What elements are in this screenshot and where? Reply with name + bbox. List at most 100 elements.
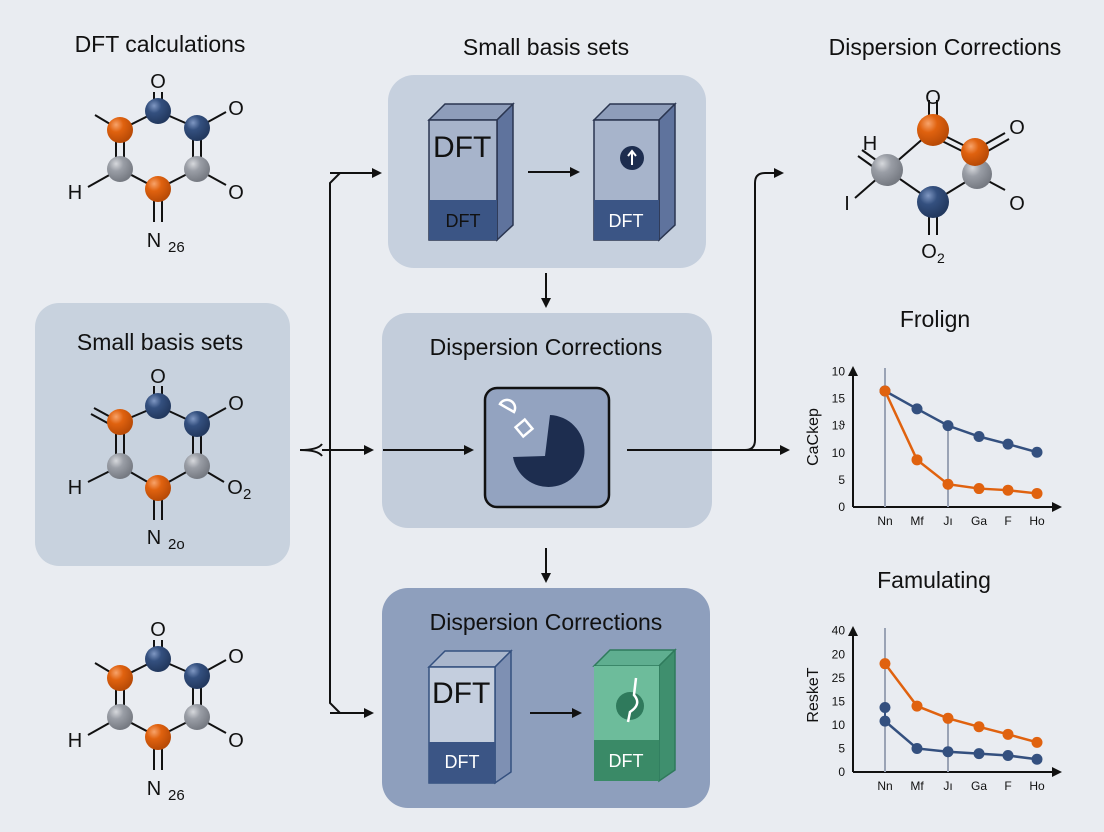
orange-atom — [961, 138, 989, 166]
y-tick-label: 5 — [838, 473, 845, 487]
gray-atom — [184, 704, 210, 730]
atom-subscript: 2 — [243, 486, 251, 503]
molecule-middle-left: O O H O 2 N 2o — [68, 366, 252, 553]
data-point — [1031, 487, 1043, 499]
molecule-top-left: O O H O N 26 — [68, 71, 244, 256]
data-point — [911, 700, 923, 712]
y-axis-label: CaCkep — [805, 408, 822, 466]
data-point — [942, 712, 954, 724]
x-tick-label: Ga — [971, 514, 987, 528]
data-point — [879, 385, 891, 397]
blue-atom — [184, 411, 210, 437]
data-point — [973, 721, 985, 733]
atom-label: O — [228, 730, 244, 752]
gray-atom — [871, 154, 903, 186]
y-tick-label: 40 — [832, 624, 846, 638]
title-dispersion-corrections-bottom: Dispersion Corrections — [430, 609, 663, 635]
gray-atom — [107, 156, 133, 182]
dft-band-label: DFT — [609, 751, 644, 771]
data-point — [1002, 438, 1014, 450]
data-point — [879, 701, 891, 713]
atom-subscript: 26 — [168, 239, 185, 256]
atom-label: N — [147, 230, 161, 252]
chart-title: Famulating — [877, 567, 991, 593]
blue-atom — [184, 663, 210, 689]
blue-atom — [145, 98, 171, 124]
atom-subscript: 26 — [168, 787, 185, 804]
up-arrow-circle-icon — [620, 146, 644, 170]
data-point — [942, 746, 954, 758]
dft-band-label: DFT — [446, 211, 481, 231]
y-tick-label: 10 — [832, 446, 846, 460]
title-dft-calculations: DFT calculations — [75, 31, 246, 57]
y-tick-label: 20 — [832, 647, 846, 661]
orange-atom — [107, 665, 133, 691]
blue-atom — [917, 186, 949, 218]
atom-label: O — [228, 98, 244, 120]
title-small-basis-sets-center: Small basis sets — [463, 34, 629, 60]
dft-block-left-top: DFT DFT — [427, 102, 515, 242]
data-point — [1002, 750, 1014, 762]
atom-label: O — [921, 241, 937, 263]
x-tick-label: Ga — [971, 779, 987, 793]
data-point — [1031, 753, 1043, 765]
small-basis-sets-panel — [35, 303, 290, 566]
blue-atom — [145, 646, 171, 672]
gray-atom — [962, 159, 992, 189]
orange-atom — [107, 409, 133, 435]
blue-atom — [145, 393, 171, 419]
title-small-basis-sets-left: Small basis sets — [77, 329, 243, 355]
x-tick-label: F — [1004, 779, 1011, 793]
atom-label: O — [227, 477, 243, 499]
data-point — [942, 478, 954, 490]
x-tick-label: Ho — [1029, 779, 1045, 793]
orange-atom — [145, 475, 171, 501]
atom-label: O — [228, 182, 244, 204]
molecule-right: O O H I O O 2 — [844, 87, 1025, 266]
data-point — [911, 742, 923, 754]
squiggle-circle-icon — [616, 677, 644, 723]
data-point — [973, 748, 985, 760]
orange-atom — [145, 176, 171, 202]
data-point — [911, 454, 923, 466]
dft-big-label: DFT — [432, 677, 490, 710]
molecule-bottom-left: O O H O N 26 — [68, 619, 244, 804]
dft-block-right-bottom-green: DFT — [592, 648, 677, 783]
atom-label: O — [150, 71, 166, 93]
data-point — [911, 403, 923, 415]
data-point — [973, 431, 985, 442]
dft-band-label: DFT — [445, 752, 480, 772]
y-axis-label: ReskeT — [805, 667, 822, 722]
y-tick-label: 0 — [838, 500, 845, 514]
data-point — [1031, 446, 1043, 458]
data-point — [879, 658, 891, 670]
dft-big-label: DFT — [433, 131, 491, 164]
atom-label: H — [863, 133, 877, 155]
x-tick-label: Mf — [910, 514, 924, 528]
y-tick-label: 1ϑ — [832, 419, 846, 433]
y-tick-label: 15 — [832, 694, 846, 708]
y-tick-label: 15 — [832, 392, 846, 406]
title-dispersion-corrections-right: Dispersion Corrections — [829, 34, 1062, 60]
y-tick-label: 0 — [838, 765, 845, 779]
x-tick-label: Mf — [910, 779, 924, 793]
data-point — [1031, 736, 1043, 748]
dft-block-left-bottom: DFT DFT — [427, 649, 513, 785]
connectors — [299, 168, 790, 718]
x-tick-label: Nn — [877, 779, 892, 793]
atom-label: O — [1009, 193, 1025, 215]
atom-label: O — [150, 619, 166, 641]
data-point — [1002, 484, 1014, 496]
title-dispersion-corrections-middle: Dispersion Corrections — [430, 334, 663, 360]
data-point — [942, 420, 954, 432]
gray-atom — [107, 704, 133, 730]
orange-atom — [145, 724, 171, 750]
pie-chart-icon — [483, 386, 611, 509]
orange-atom — [107, 117, 133, 143]
blue-atom — [184, 115, 210, 141]
atom-label: I — [844, 193, 850, 215]
gray-atom — [107, 453, 133, 479]
gray-atom — [184, 156, 210, 182]
